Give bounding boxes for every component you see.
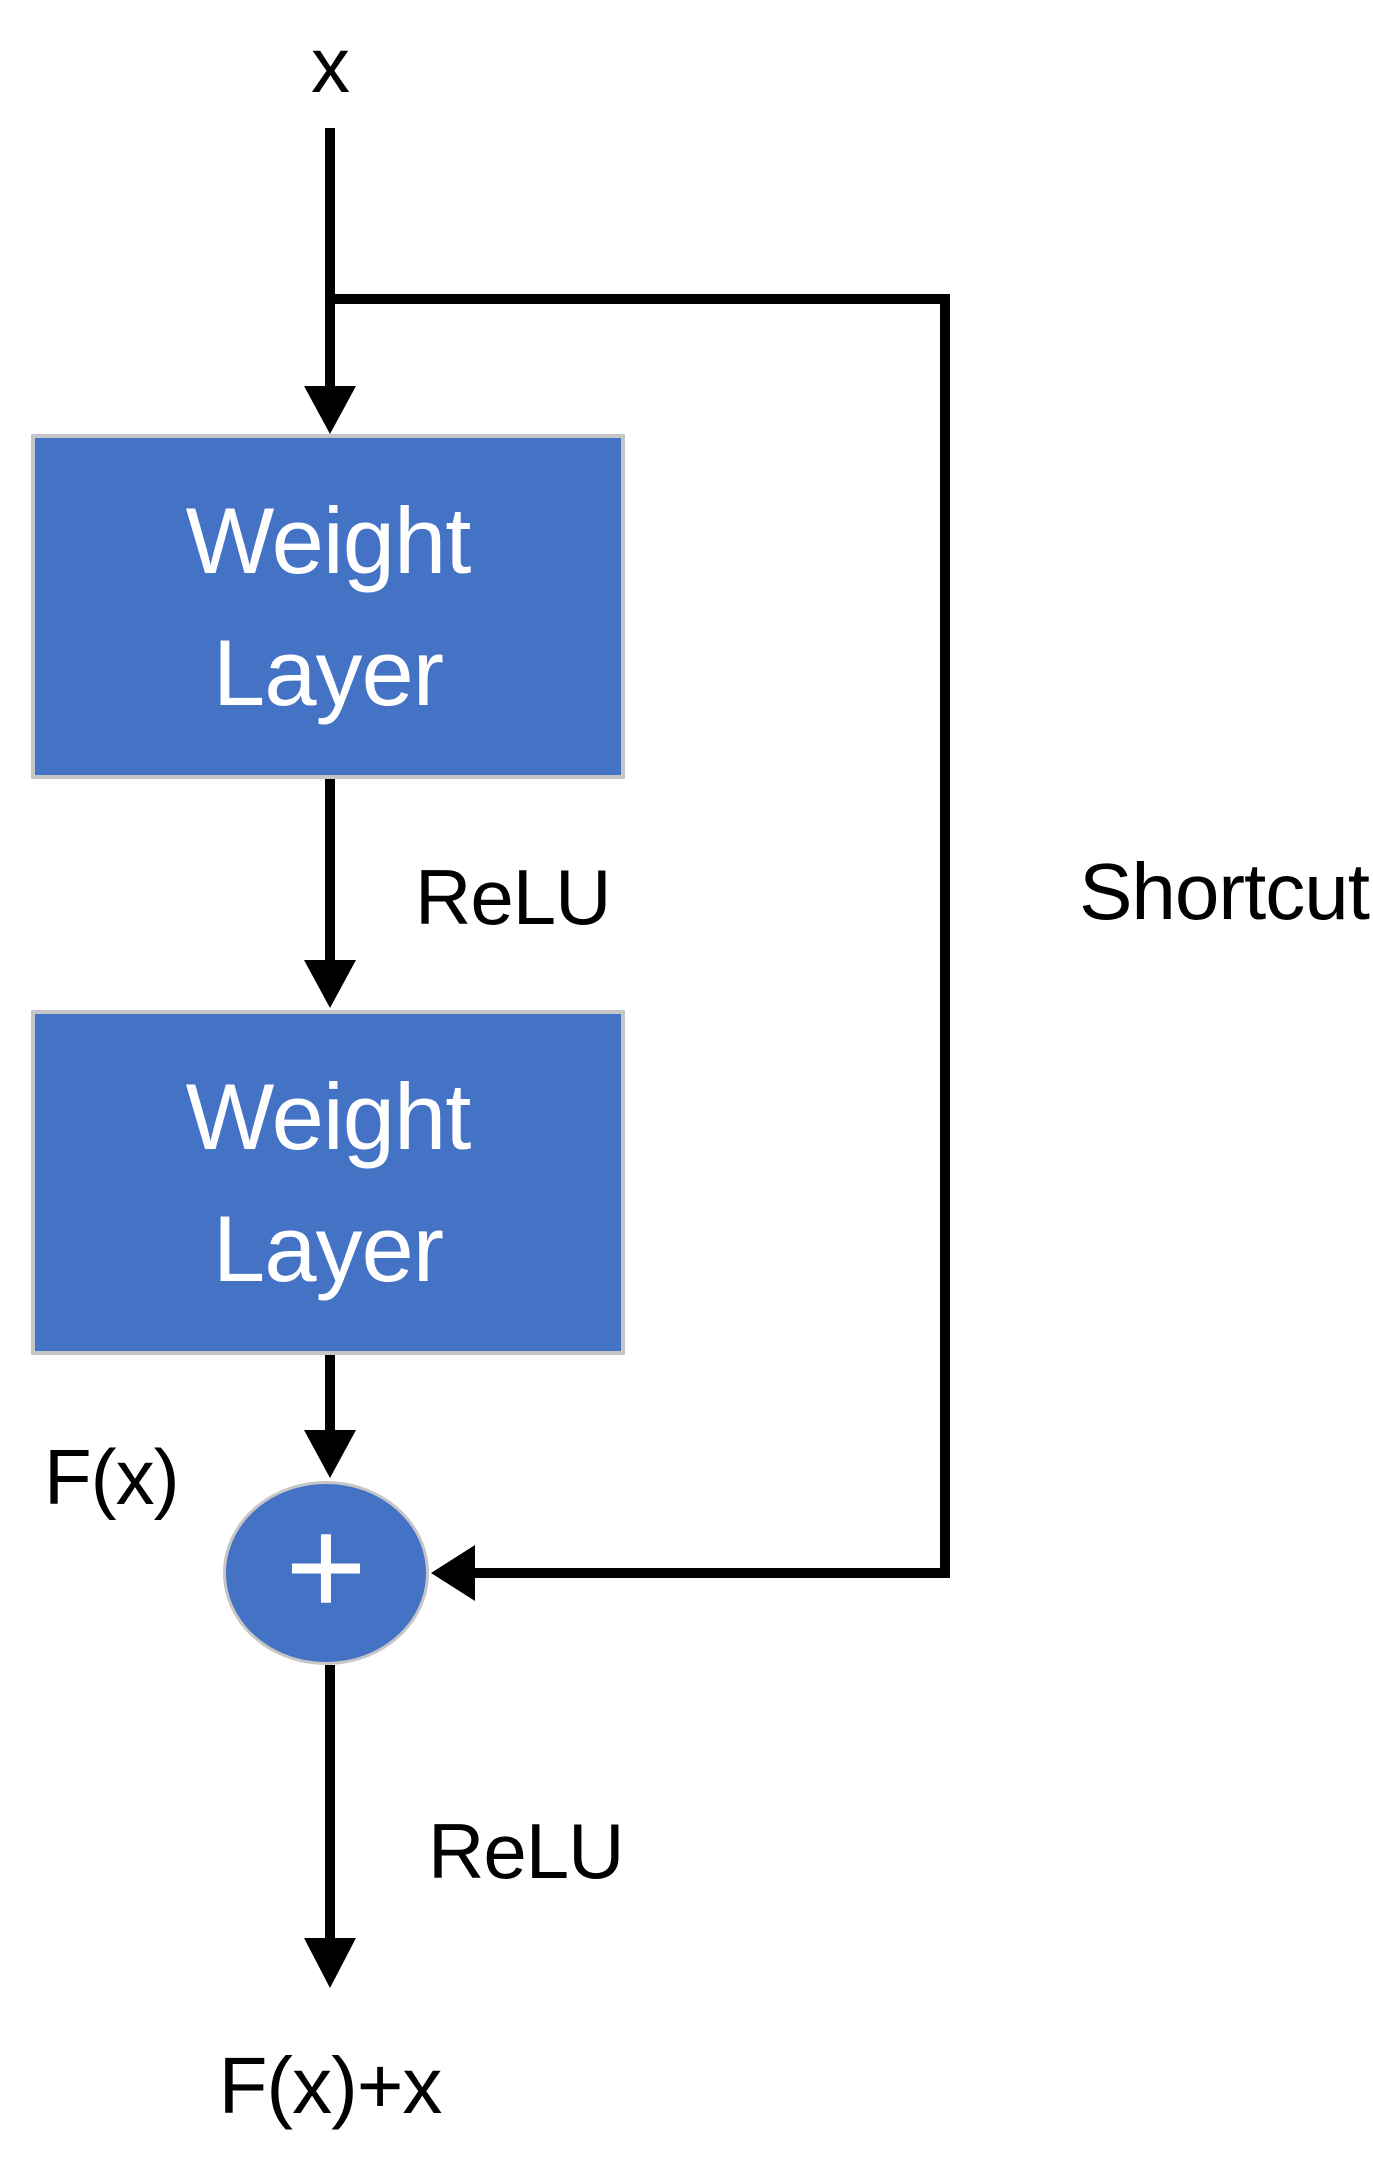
adder-node: + (223, 1481, 429, 1665)
weight-layer-2-box: Weight Layer (31, 1010, 625, 1355)
arrowhead-into-layer2-icon (304, 960, 356, 1008)
output-label: F(x)+x (218, 2041, 443, 2130)
arrowhead-into-layer1-icon (304, 386, 356, 434)
input-variable-label: x (311, 21, 350, 109)
arrowhead-into-adder-top-icon (304, 1430, 356, 1478)
arrowhead-into-adder-icon (431, 1545, 475, 1601)
residual-function-label: F(x) (44, 1433, 180, 1521)
relu-label-1: ReLU (415, 853, 611, 941)
weight-layer-1-box: Weight Layer (31, 434, 625, 779)
weight-layer-1-label-line1: Weight (185, 487, 472, 593)
relu-label-2: ReLU (428, 1807, 624, 1895)
arrowhead-to-output-icon (304, 1938, 356, 1988)
plus-icon: + (285, 1488, 367, 1645)
edge-shortcut (330, 294, 950, 1578)
weight-layer-2-label-line1: Weight (185, 1063, 472, 1169)
weight-layer-2-label-line2: Layer (212, 1195, 444, 1301)
shortcut-label: Shortcut (1079, 847, 1370, 936)
weight-layer-1-label-line2: Layer (212, 619, 444, 725)
